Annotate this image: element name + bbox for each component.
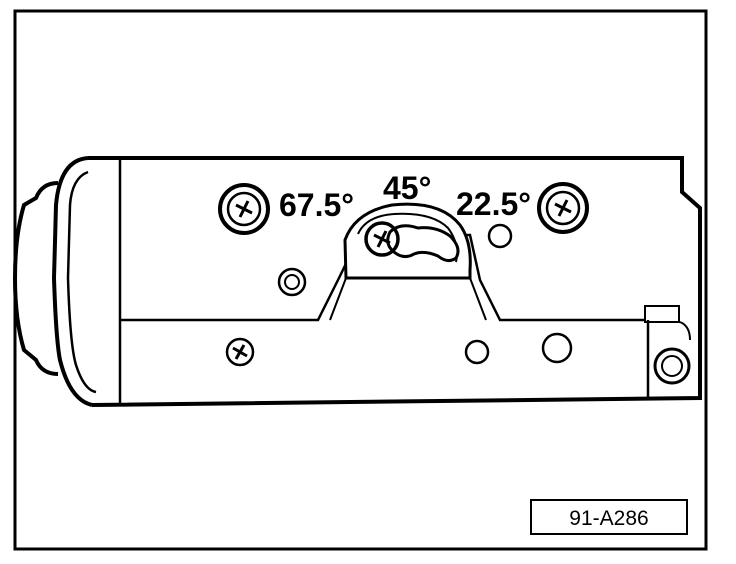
screw-lower-left bbox=[225, 337, 255, 367]
adjustment-slot bbox=[386, 224, 460, 263]
angle-label-22-5: 22.5° bbox=[456, 186, 531, 222]
hole-upper-right bbox=[487, 223, 513, 249]
angle-label-45: 45° bbox=[383, 170, 431, 206]
hole-lower-right bbox=[541, 332, 573, 364]
screw-left-upper bbox=[218, 183, 270, 235]
left-end-cap bbox=[12, 156, 97, 407]
reference-code: 91-A286 bbox=[569, 507, 648, 530]
angle-label-67-5: 67.5° bbox=[279, 187, 354, 223]
hole-edge-right bbox=[653, 347, 691, 385]
hole-lower-middle bbox=[464, 339, 490, 365]
reference-code-box bbox=[530, 499, 688, 535]
screw-center bbox=[364, 221, 400, 257]
screw-right-upper bbox=[537, 182, 589, 234]
hole-upper-left bbox=[277, 267, 307, 297]
outer-frame bbox=[13, 9, 708, 551]
